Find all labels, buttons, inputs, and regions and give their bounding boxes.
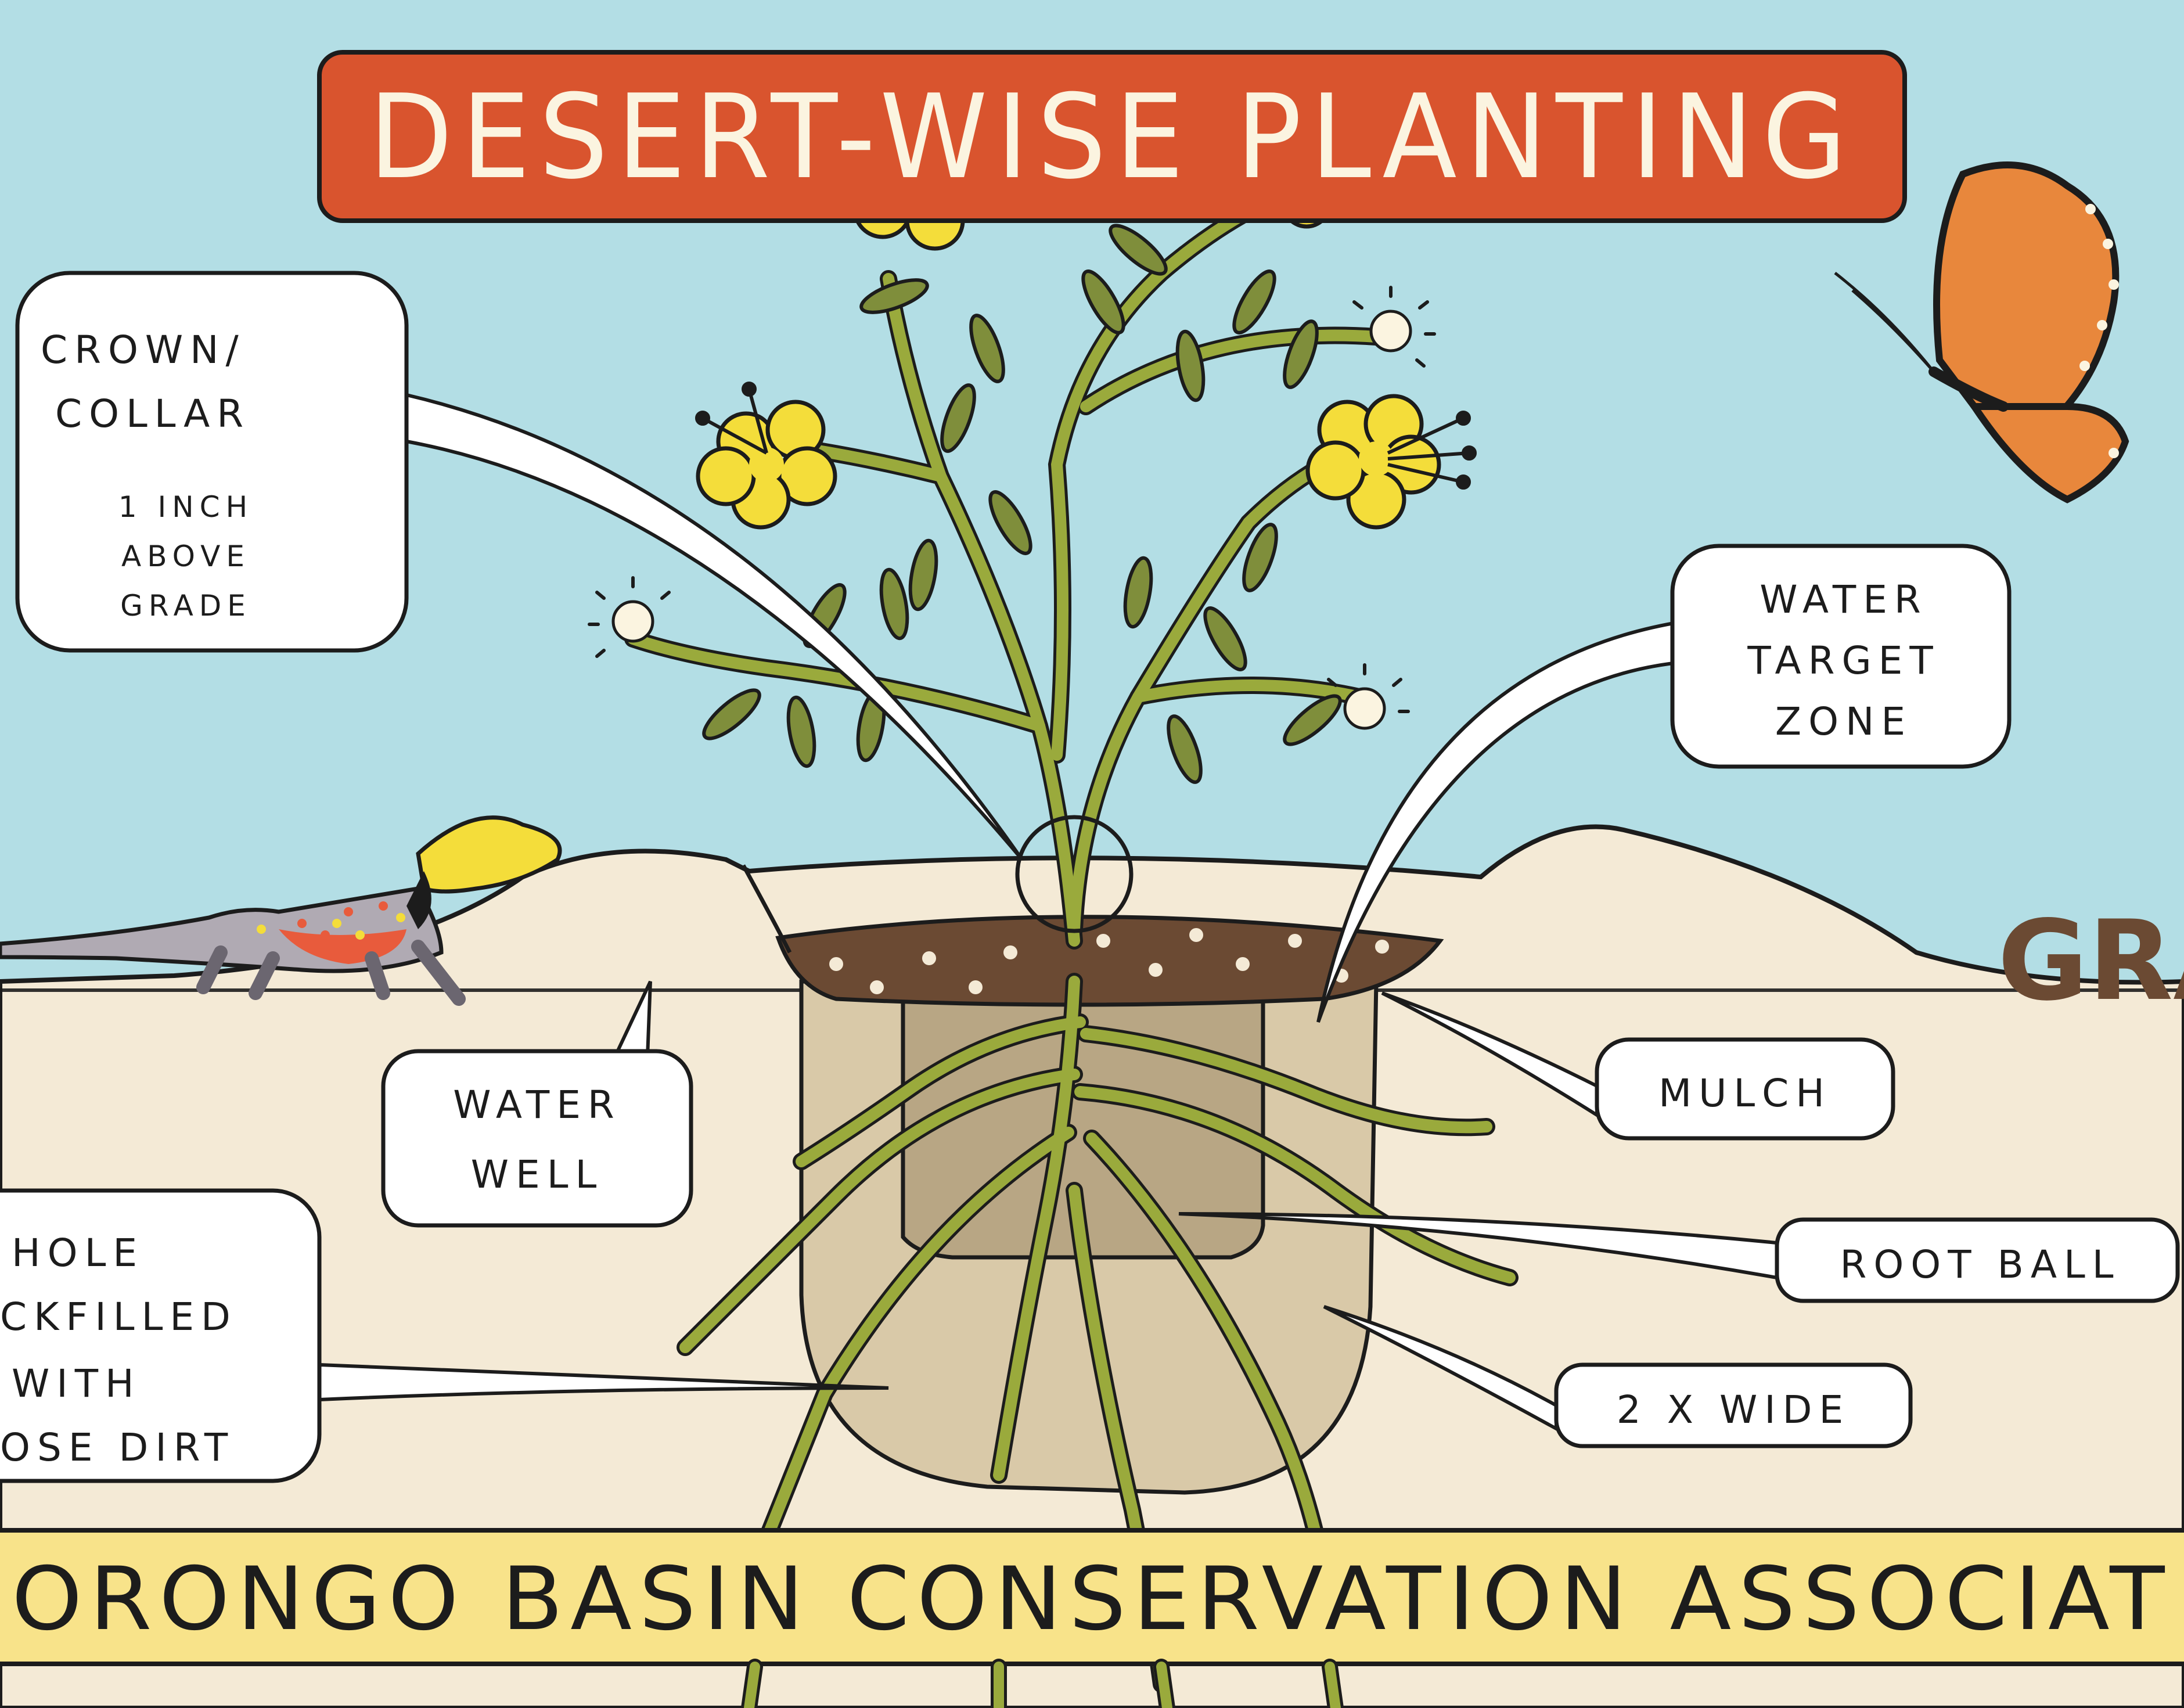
mulch-dots <box>829 928 1389 994</box>
root-ball-label: ROOT BALL <box>1840 1242 2120 1287</box>
crown-sub-1: 1 INCH <box>118 490 253 524</box>
crown-label-2: COLLAR <box>55 391 250 436</box>
yellow-flower-left <box>695 382 837 530</box>
crown-pointer <box>405 393 1024 861</box>
page-title: DESERT-WISE PLANTING <box>369 70 1855 205</box>
root-ball-bubble <box>1775 1217 2180 1303</box>
crown-sub-2: ABOVE <box>121 540 250 573</box>
root-ball-pointer <box>1178 1212 1779 1280</box>
backfill-3: WITH <box>12 1361 141 1406</box>
backfill-callout-text: HOLE CKFILLED WITH OSE DIRT <box>0 1231 238 1470</box>
title-box <box>317 50 1907 223</box>
banner-text: ORONGO BASIN CONSERVATION ASSOCIAT <box>12 1549 2172 1650</box>
water-well-2: WELL <box>471 1152 604 1197</box>
roots <box>679 976 1516 1690</box>
water-well-1: WATER <box>453 1083 621 1127</box>
backfill-4: OSE DIRT <box>0 1425 235 1470</box>
crown-callout-text: CROWN/ COLLAR 1 INCH ABOVE GRADE <box>41 328 253 623</box>
water-target-3: ZONE <box>1775 699 1912 744</box>
grade-label: GRA <box>1998 897 2184 1025</box>
water-target-callout-text: WATER TARGET ZONE <box>1747 577 1940 744</box>
backfill-pointer <box>318 1362 889 1402</box>
water-target-bubble <box>1670 544 2012 769</box>
water-target-pointer <box>1316 619 1686 1023</box>
crown-marker-circle <box>1015 815 1134 933</box>
water-target-2: TARGET <box>1747 638 1940 683</box>
backfill-2: CKFILLED <box>0 1295 238 1339</box>
mulch-bubble <box>1595 1037 1895 1141</box>
crown-sub-3: GRADE <box>120 589 251 623</box>
hole-wide-label: 2 X WIDE <box>1617 1387 1850 1432</box>
butterfly-illustration <box>1834 161 2129 504</box>
water-well-callout-text: WATER WELL <box>453 1083 621 1197</box>
crown-bubble <box>15 271 409 653</box>
hole-wide-bubble <box>1554 1362 1913 1448</box>
backfill-bubble <box>0 1188 322 1483</box>
mulch-label: MULCH <box>1658 1071 1832 1116</box>
water-target-1: WATER <box>1760 577 1928 622</box>
water-well-berm <box>741 864 792 954</box>
hole-wide-pointer <box>1323 1305 1558 1432</box>
water-well-bubble <box>381 1049 693 1228</box>
roots-below-banner-fill <box>744 1662 1341 1708</box>
mulch-pointer <box>1381 991 1599 1119</box>
banner-strip <box>0 1528 2184 1666</box>
crown-label-1: CROWN/ <box>41 328 246 372</box>
backfill-1: HOLE <box>12 1231 144 1275</box>
callout-pointers <box>318 393 1779 1432</box>
puff-rays <box>588 286 1436 713</box>
lizard-illustration <box>0 815 562 1006</box>
callout-bubbles <box>0 271 2180 1483</box>
yellow-flower-right <box>1305 394 1477 530</box>
white-puff-flowers <box>611 310 1412 730</box>
